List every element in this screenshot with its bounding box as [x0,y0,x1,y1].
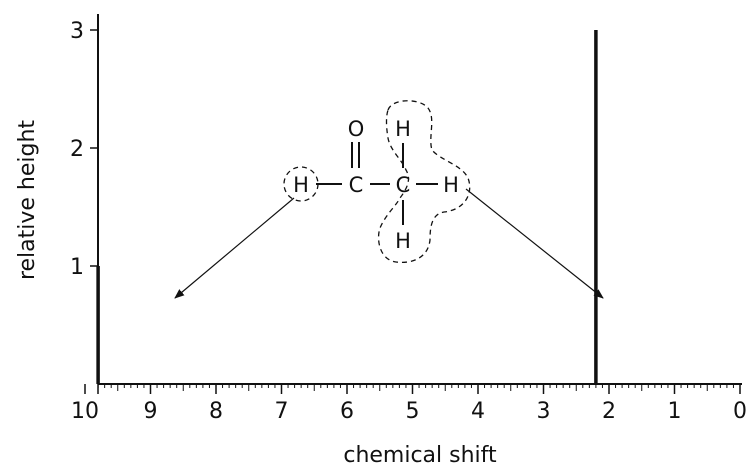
atom-methyl-h-bottom: H [395,229,411,253]
x-tick-label: 2 [602,399,616,424]
x-tick-label: 9 [144,399,158,424]
x-tick-label: 5 [406,399,420,424]
x-tick-label: 7 [275,399,289,424]
atom-aldehyde-h: H [293,173,309,197]
y-tick-labels: 1 2 3 [70,19,84,280]
y-tick-label: 3 [70,19,84,44]
x-major-ticks [84,384,741,394]
y-ticks [90,29,98,267]
atom-methyl-h-top: H [395,117,411,141]
peaks [96,30,598,384]
atom-carbonyl-o: O [348,117,365,141]
methyl-h-highlight [377,100,471,264]
x-axis-title: chemical shift [343,443,497,468]
molecule-structure: O H C C H H H [174,100,604,299]
x-tick-label: 4 [471,399,485,424]
aldehyde-h-highlight [283,166,319,202]
y-axis-title: relative height [15,120,40,280]
x-tick-label: 10 [71,399,99,424]
atom-methyl-h-right: H [443,173,459,197]
atom-carbonyl-c: C [349,173,364,197]
atom-methyl-c: C [396,173,411,197]
arrow-to-aldehyde-peak [174,197,295,299]
x-minor-ticks [97,384,734,391]
x-tick-label: 0 [733,399,747,424]
x-tick-label: 8 [209,399,223,424]
x-tick-label: 6 [340,399,354,424]
arrow-to-methyl-peak [465,188,604,299]
x-tick-label: 1 [668,399,682,424]
y-tick-label: 1 [70,255,84,280]
x-tick-label: 3 [537,399,551,424]
y-tick-label: 2 [70,137,84,162]
